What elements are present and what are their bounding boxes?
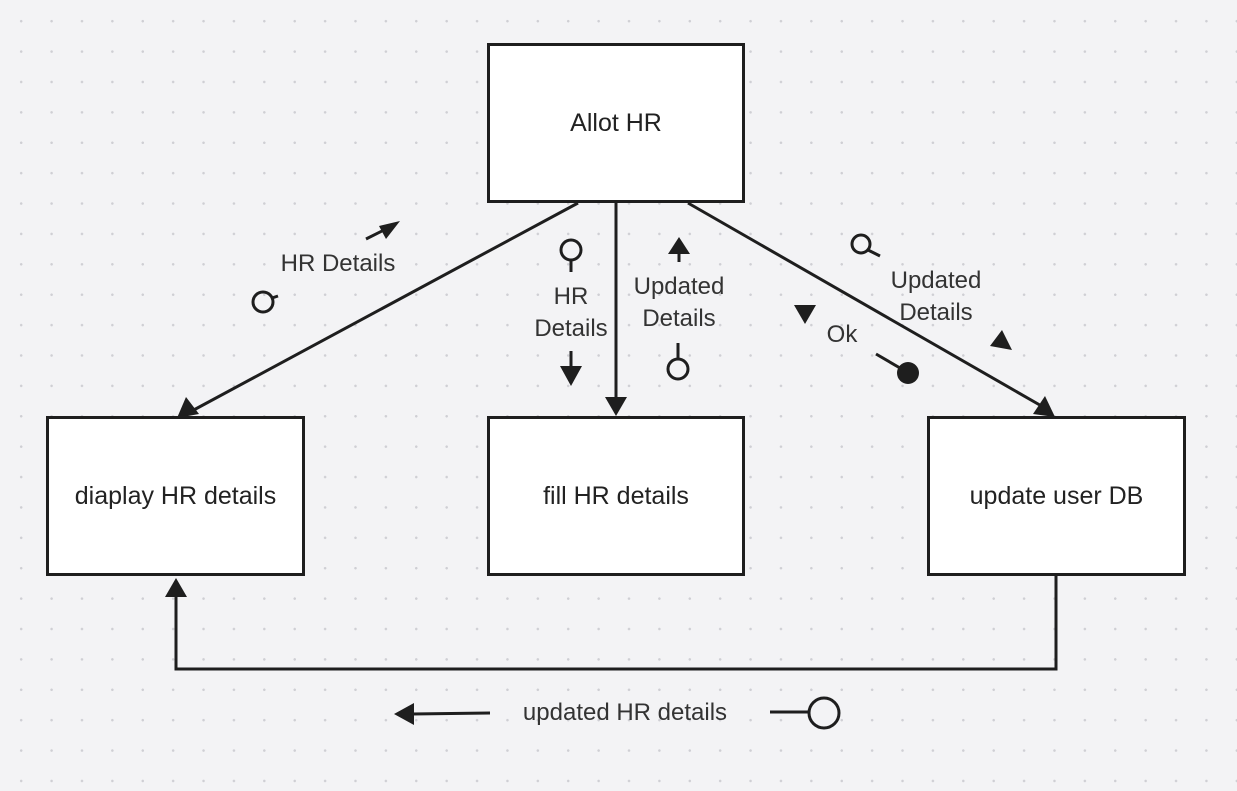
msg-circle (850, 233, 872, 255)
msg-circle-filled (897, 362, 919, 384)
msg-arrowhead (990, 330, 1012, 350)
label-hr-details-left: HR Details (280, 250, 396, 277)
edge-update-to-display (174, 576, 1058, 671)
node-label: fill HR details (543, 481, 689, 510)
node-fill-hr-details[interactable]: fill HR details (487, 416, 745, 576)
msg-arrow-shaft (411, 711, 491, 716)
msg-circle (251, 290, 275, 314)
msg-circle (807, 696, 841, 730)
node-display-hr-details[interactable]: diaplay HR details (46, 416, 305, 576)
msg-circle (666, 357, 690, 381)
arrowhead-fill (605, 397, 627, 416)
node-label: update user DB (969, 481, 1144, 510)
msg-arrowhead (560, 366, 582, 386)
msg-circle-tail (867, 248, 881, 258)
arrowhead-display (177, 397, 199, 418)
label-ok: Ok (826, 321, 858, 348)
label-updated-hr-details: updated HR details (522, 699, 728, 726)
node-update-user-db[interactable]: update user DB (927, 416, 1186, 576)
edge-allot-to-display (189, 201, 579, 414)
label-updated-details-center: Updated Details (633, 273, 725, 332)
edge-allot-to-update (687, 201, 1046, 410)
msg-arrowhead (794, 305, 816, 324)
msg-circle-tail (875, 352, 901, 370)
msg-circle (559, 238, 583, 262)
msg-circle-tail (271, 294, 279, 300)
node-label: diaplay HR details (74, 481, 277, 510)
node-allot-hr[interactable]: Allot HR (487, 43, 745, 203)
node-label: Allot HR (570, 108, 662, 137)
label-hr-details-center: HR Details (534, 283, 608, 342)
msg-arrowhead (394, 703, 414, 725)
msg-arrowhead (668, 237, 690, 254)
arrowhead-update (1033, 396, 1055, 417)
label-updated-details-right: Updated Details (890, 267, 982, 326)
arrowhead-return (165, 578, 187, 597)
msg-arrowhead (379, 221, 400, 239)
